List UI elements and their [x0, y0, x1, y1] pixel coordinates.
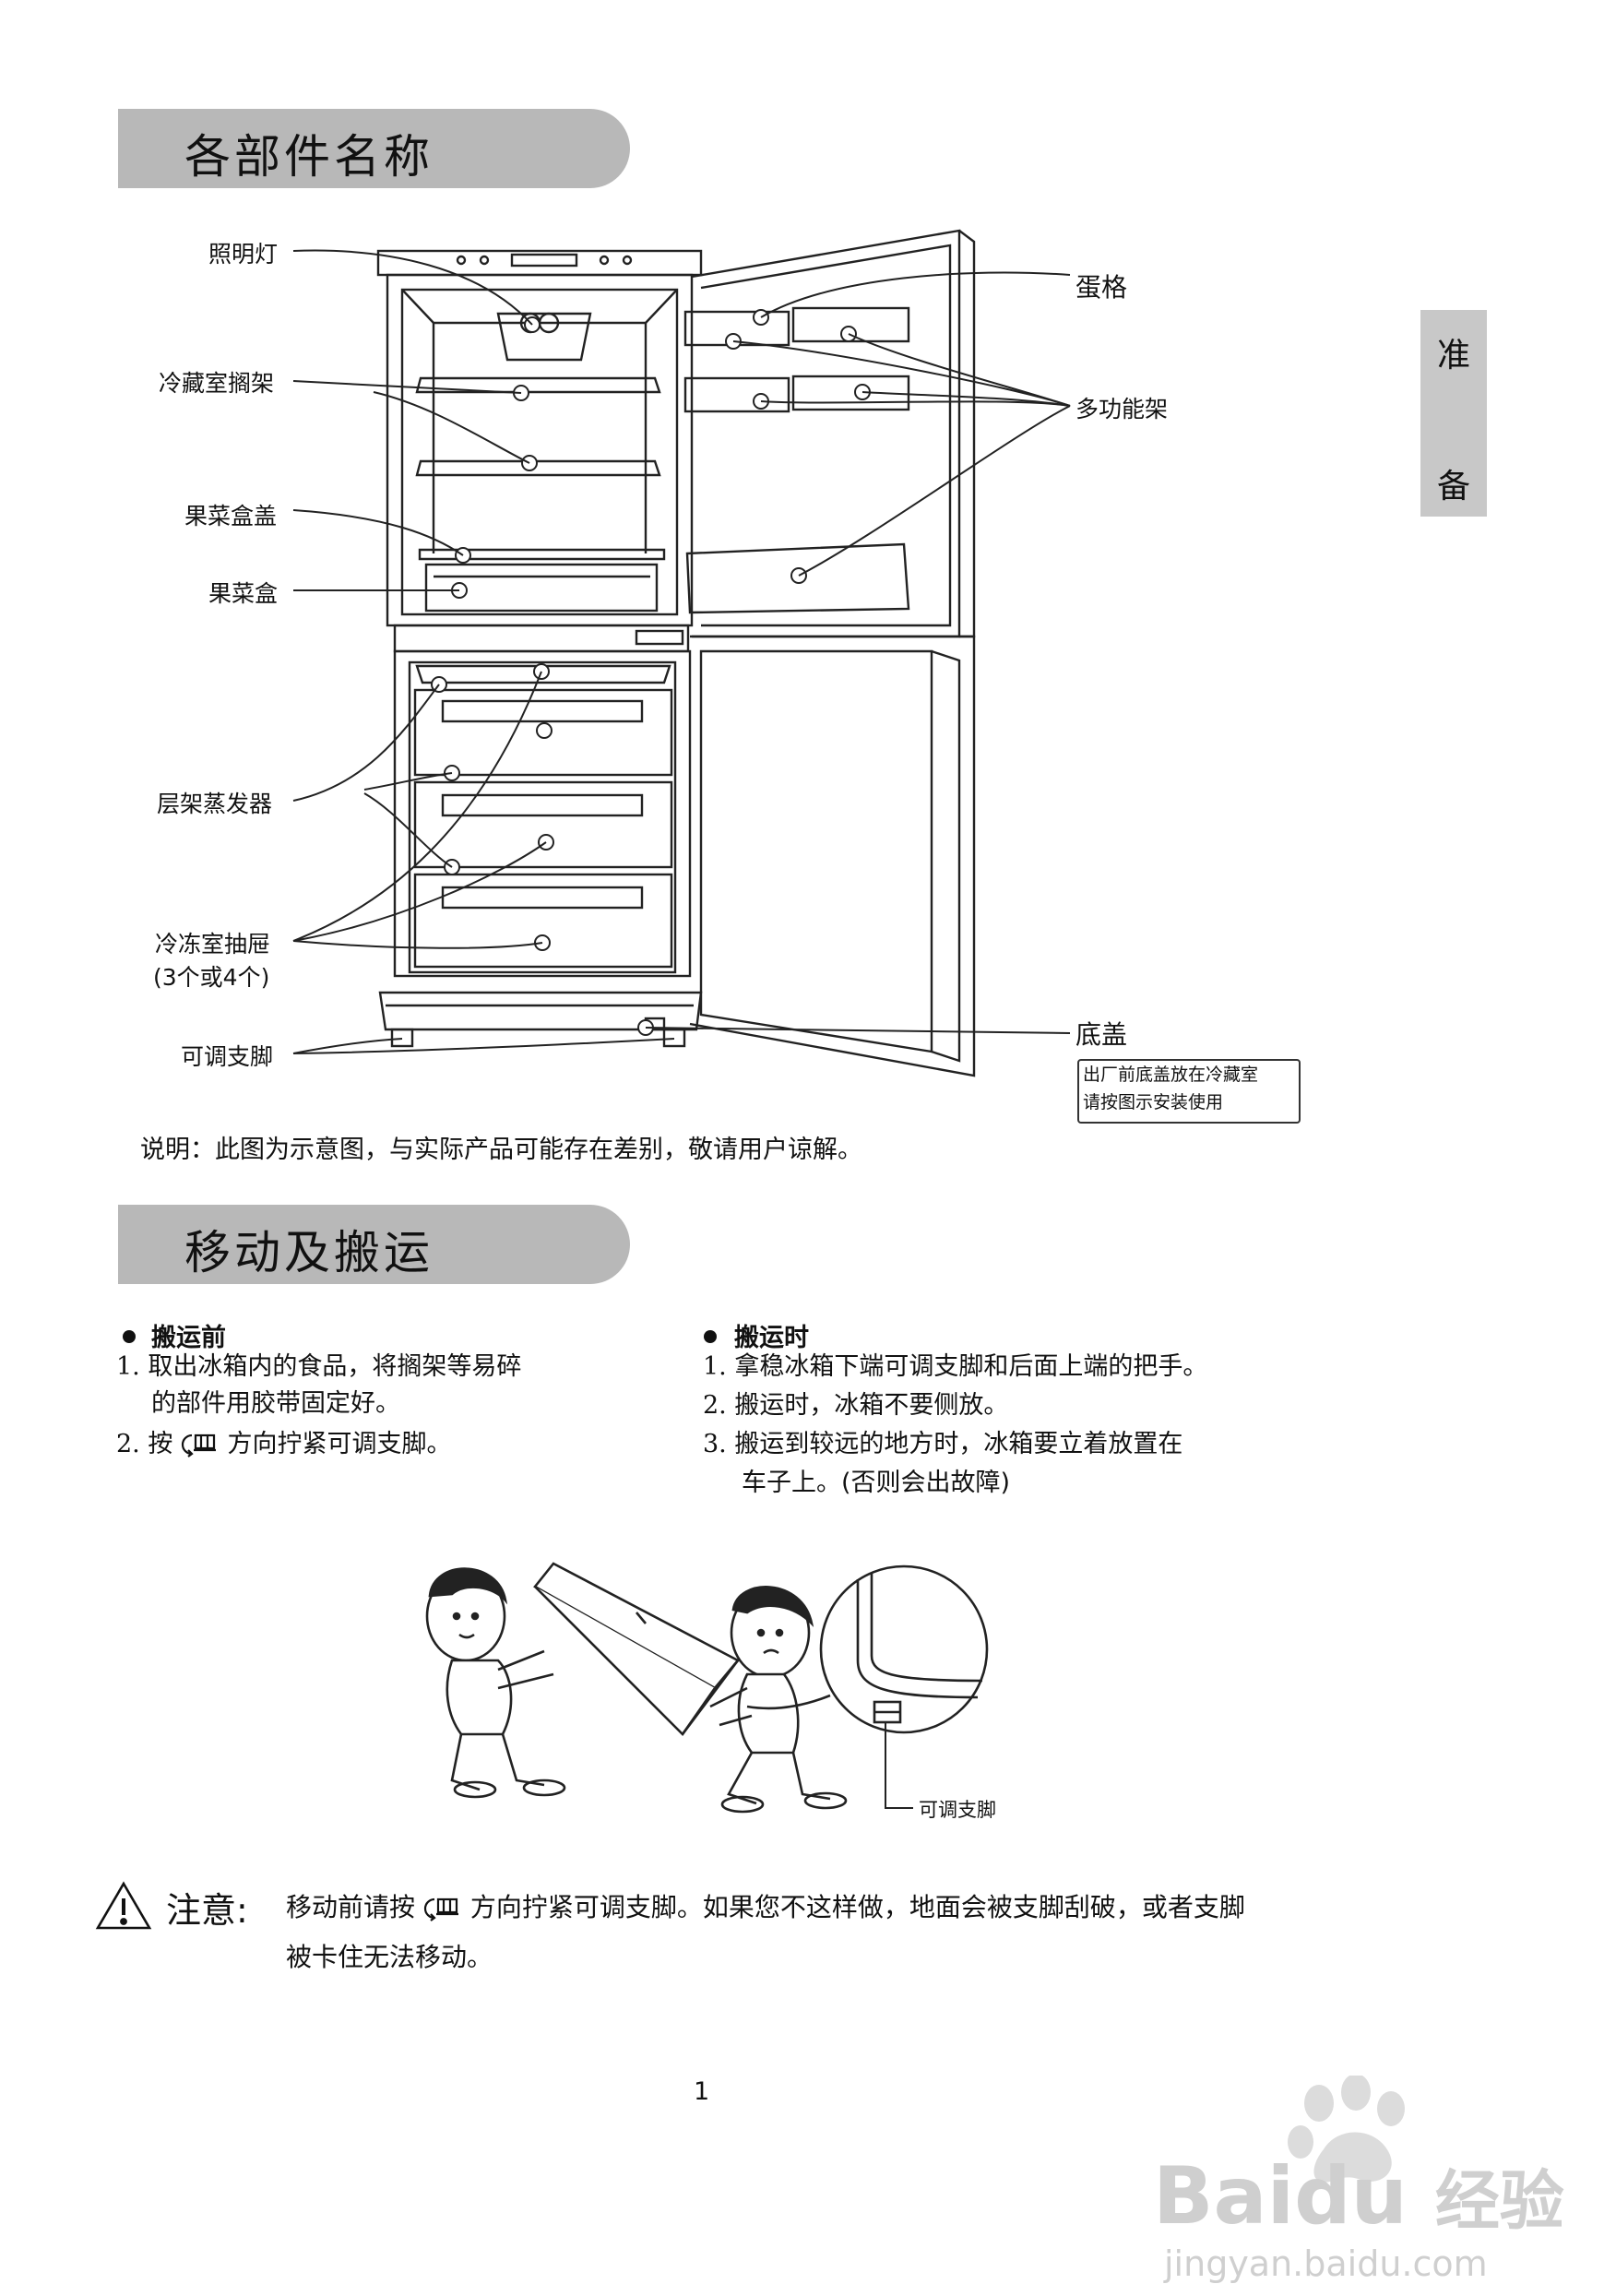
before-item-1-num: 1. — [116, 1352, 140, 1381]
during-item-3-cont-text: 车子上。(否则会出故障) — [742, 1469, 1011, 1497]
label-evaporator: 层架蒸发器 — [157, 791, 273, 817]
watermark-du: du — [1294, 2150, 1408, 2242]
during-item-3-num: 3. — [703, 1430, 727, 1458]
title-before-moving: 搬运前 — [151, 1324, 226, 1352]
watermark-bai: Bai — [1153, 2150, 1295, 2242]
bullet-during — [704, 1330, 717, 1343]
before-item-1: 1. 取出冰箱内的食品，将搁架等易碎 — [116, 1349, 521, 1386]
watermark-cn: 经验 — [1434, 2163, 1564, 2239]
side-tab-char-2: 备 — [1436, 468, 1470, 506]
side-tab-prepare: 准 备 — [1420, 310, 1487, 517]
note-box-bottom-cover: 出厂前底盖放在冷藏室 请按图示安装使用 — [1077, 1059, 1301, 1124]
label-foot-illustration: 可调支脚 — [919, 1799, 996, 1821]
rotate-direction-icon — [181, 1434, 216, 1457]
during-item-3-text: 搬运到较远的地方时，冰箱要立着放置在 — [734, 1430, 1183, 1458]
warning-triangle-icon — [95, 1881, 152, 1930]
during-item-1-text: 拿稳冰箱下端可调支脚和后面上端的把手。 — [734, 1352, 1208, 1381]
caution-title: 注意: — [166, 1890, 248, 1931]
label-crisper: 果菜盒 — [208, 580, 279, 607]
label-bottom-cover: 底盖 — [1075, 1019, 1128, 1050]
title-during-moving: 搬运时 — [734, 1324, 809, 1352]
note-line-1: 出厂前底盖放在冷藏室 — [1083, 1065, 1259, 1085]
before-item-1-cont-text: 的部件用胶带固定好。 — [151, 1389, 400, 1418]
refrigerator-diagram — [292, 229, 1071, 1077]
watermark-brand: Baidu 经验 — [1153, 2149, 1564, 2242]
label-crisper-cover: 果菜盒盖 — [184, 503, 278, 529]
page-number: 1 — [694, 2077, 710, 2106]
side-tab-char-1: 准 — [1436, 337, 1470, 375]
before-item-2: 2. 按 方向拧紧可调支脚。 — [116, 1426, 452, 1463]
note-line-2: 请按图示安装使用 — [1083, 1092, 1224, 1112]
section-title-parts: 各部件名称 — [184, 130, 434, 184]
before-item-1-text: 取出冰箱内的食品，将搁架等易碎 — [148, 1352, 522, 1381]
before-item-1-cont: 的部件用胶带固定好。 — [151, 1386, 400, 1422]
during-item-2: 2. 搬运时，冰箱不要侧放。 — [703, 1387, 1008, 1424]
label-egg-tray: 蛋格 — [1075, 272, 1128, 303]
section-title-moving: 移动及搬运 — [184, 1226, 434, 1279]
during-item-2-num: 2. — [703, 1391, 727, 1420]
section-header-moving: 移动及搬运 — [118, 1205, 630, 1284]
bullet-before — [123, 1330, 136, 1343]
label-multi-shelf: 多功能架 — [1075, 396, 1169, 422]
before-item-2-num: 2. — [116, 1430, 140, 1458]
caution-line-2: 被卡住无法移动。 — [286, 1942, 493, 1972]
label-adjustable-feet: 可调支脚 — [181, 1043, 274, 1070]
during-item-1: 1. 拿稳冰箱下端可调支脚和后面上端的把手。 — [703, 1349, 1207, 1386]
before-item-2-text: 按 — [148, 1430, 173, 1458]
watermark-url: jingyan.baidu.com — [1164, 2243, 1488, 2284]
rotate-direction-icon-caution — [423, 1897, 458, 1921]
label-lamp: 照明灯 — [208, 241, 279, 268]
during-item-1-num: 1. — [703, 1352, 727, 1381]
paw-watermark-icon — [1288, 2076, 1405, 2183]
during-item-3-cont: 车子上。(否则会出故障) — [742, 1465, 1010, 1502]
section-header-parts: 各部件名称 — [118, 109, 630, 188]
caution-line-1: 移动前请按 方向拧紧可调支脚。如果您不这样做，地面会被支脚刮破，或者支脚 — [286, 1887, 1245, 1924]
during-item-3: 3. 搬运到较远的地方时，冰箱要立着放置在 — [703, 1426, 1182, 1463]
during-item-2-text: 搬运时，冰箱不要侧放。 — [734, 1391, 1009, 1420]
label-freezer-drawer: 冷冻室抽屉 — [155, 931, 271, 958]
caution-line-1-b: 方向拧紧可调支脚。如果您不这样做，地面会被支脚刮破，或者支脚 — [469, 1892, 1245, 1922]
diagram-caption: 说明：此图为示意图，与实际产品可能存在差别，敬请用户谅解。 — [140, 1136, 862, 1164]
caution-line-1-a: 移动前请按 — [286, 1892, 416, 1922]
label-freezer-drawer-count: (3个或4个) — [153, 964, 270, 991]
label-fridge-shelf: 冷藏室搁架 — [159, 370, 275, 397]
before-item-2-text-after: 方向拧紧可调支脚。 — [227, 1430, 452, 1458]
